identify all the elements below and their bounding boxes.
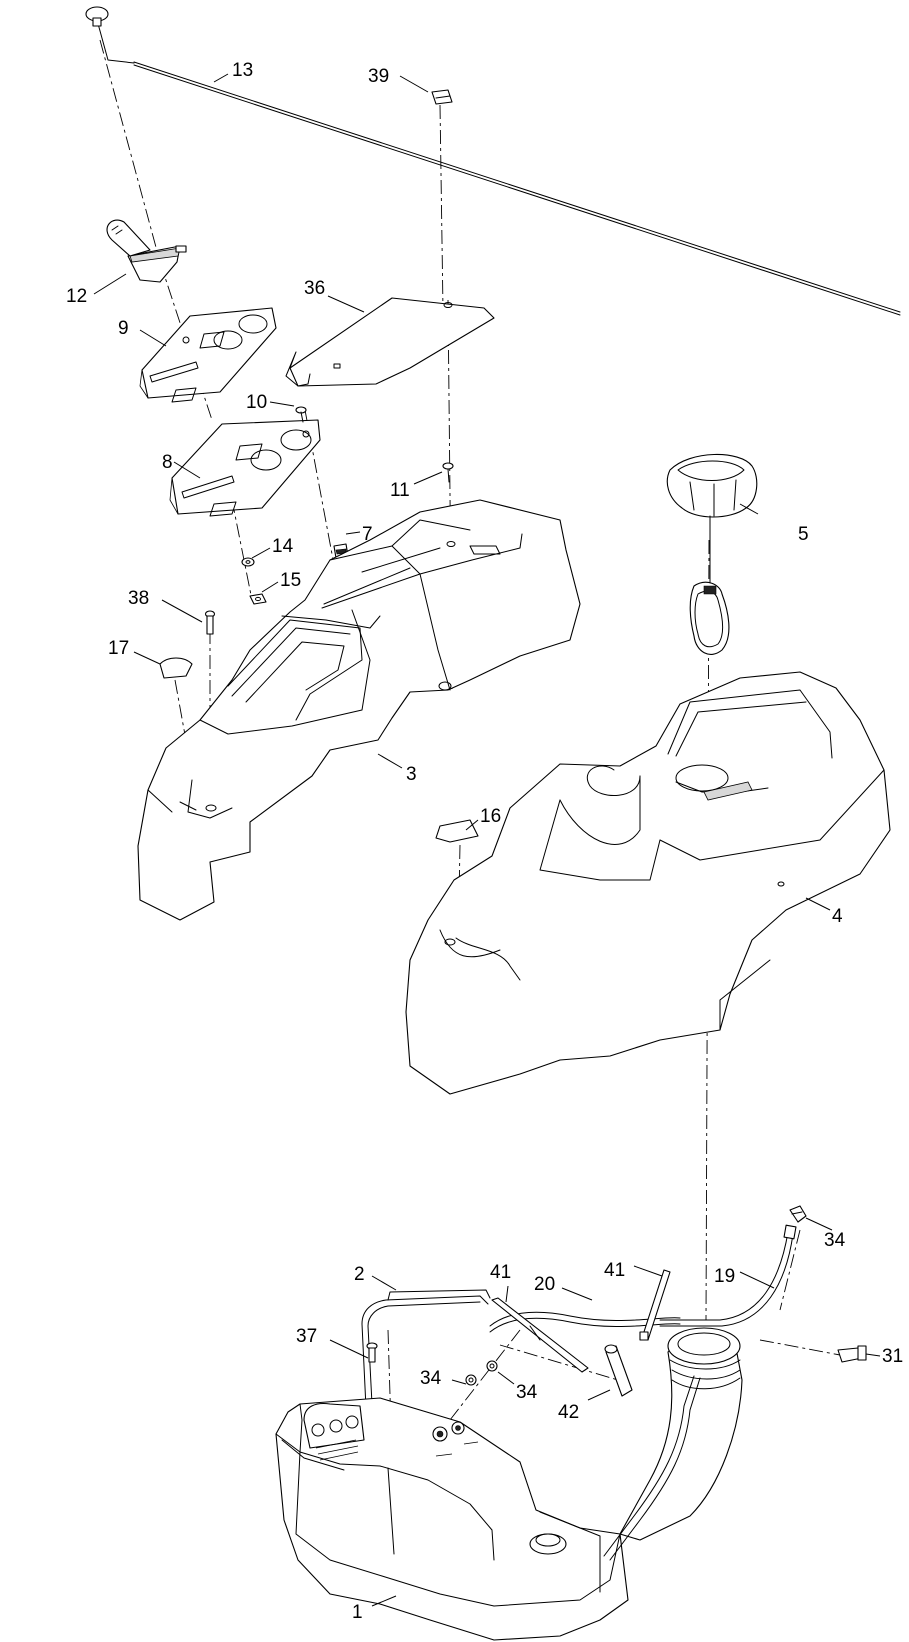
- part-13-dipstick-rod: [85, 6, 901, 316]
- part-8-plate: [169, 419, 321, 517]
- part-37-bolt: [366, 1342, 378, 1363]
- callout-34-top: 34: [824, 1230, 846, 1251]
- part-3-console-body: [137, 499, 581, 921]
- callout-5: 5: [798, 524, 809, 545]
- callout-13: 13: [232, 60, 253, 81]
- part-19-fuel-line: [659, 1224, 797, 1327]
- callout-14: 14: [272, 536, 294, 557]
- part-16-pad: [435, 819, 479, 843]
- callout-37: 37: [296, 1326, 317, 1347]
- part-4-fender-pan: [405, 671, 891, 1095]
- callout-3: 3: [406, 764, 417, 785]
- callout-39: 39: [368, 66, 389, 87]
- part-42-pin: [604, 1344, 633, 1397]
- callout-38: 38: [128, 588, 149, 609]
- part-41-tie-left: [491, 1297, 589, 1373]
- callout-11: 11: [390, 480, 410, 501]
- part-10-screw: [295, 406, 307, 423]
- callout-36: 36: [304, 278, 325, 299]
- callout-labels: 13 39 12 9 36 10 8 11 5 7 14 15 38 17 3 …: [66, 60, 903, 1623]
- part-41-tie-right: [639, 1269, 671, 1341]
- callout-4: 4: [832, 906, 843, 927]
- callout-41-right: 41: [604, 1260, 625, 1281]
- part-39-clip: [431, 89, 453, 105]
- callout-15: 15: [280, 570, 301, 591]
- callout-34-right: 34: [516, 1382, 538, 1403]
- part-15-nut: [249, 593, 267, 605]
- callout-8: 8: [162, 452, 173, 473]
- callout-19: 19: [714, 1266, 735, 1287]
- part-14-washer: [241, 557, 255, 567]
- part-12-lever-knob: [106, 219, 187, 283]
- part-31-fitting: [837, 1345, 867, 1363]
- part-9-plate: [139, 307, 277, 403]
- part-11-screw: [442, 462, 454, 483]
- part-38-bolt: [204, 610, 216, 635]
- callout-41-left: 41: [490, 1262, 511, 1283]
- callout-17: 17: [108, 638, 129, 659]
- part-17-pad: [159, 657, 193, 679]
- part-36-cover: [285, 297, 495, 387]
- leader-lines: [93, 73, 881, 1607]
- part-34-clip-left: [465, 1374, 477, 1386]
- callout-20: 20: [534, 1274, 555, 1295]
- part-34-clip-top: [789, 1205, 807, 1223]
- part-2-bracket: [361, 1289, 491, 1411]
- callout-16: 16: [480, 806, 501, 827]
- callout-42: 42: [558, 1402, 579, 1423]
- callout-1: 1: [352, 1602, 363, 1623]
- callout-7: 7: [362, 524, 373, 545]
- part-5-fuel-cap: [666, 453, 758, 655]
- callout-10: 10: [246, 392, 267, 413]
- callout-34-left: 34: [420, 1368, 442, 1389]
- callout-12: 12: [66, 286, 87, 307]
- callout-9: 9: [118, 318, 129, 339]
- callout-2: 2: [354, 1264, 365, 1285]
- callout-31: 31: [882, 1346, 903, 1367]
- part-34-clip-right: [486, 1360, 498, 1372]
- part-1-fuel-tank: [275, 1327, 743, 1641]
